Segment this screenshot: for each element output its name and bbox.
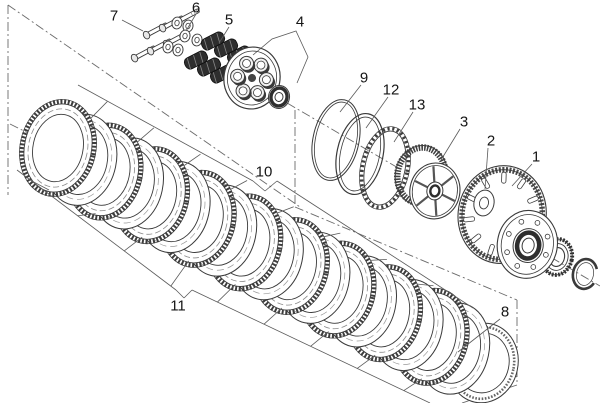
callout-label-7: 7 [110, 8, 118, 25]
washer [162, 40, 174, 54]
washer [172, 43, 184, 57]
hub-basket-group [311, 99, 599, 291]
callout-leader-2 [484, 147, 489, 190]
callout-leader-3 [440, 128, 461, 161]
callout-label-5: 5 [225, 12, 233, 29]
callout-leader-7 [121, 19, 144, 32]
callout-label-13: 13 [409, 97, 426, 114]
ring-12 [335, 113, 385, 195]
clutch-hub [393, 144, 461, 220]
friction-plate [19, 99, 97, 197]
pressure-plate-group [130, 8, 291, 110]
spring [183, 50, 209, 70]
callout-leader-5 [218, 26, 230, 44]
callout-labels: 7 6 5 4 9 12 13 3 2 1 10 11 8 [110, 0, 540, 353]
callout-label-9: 9 [360, 70, 368, 87]
circlip [571, 257, 599, 291]
callout-label-1: 1 [532, 149, 540, 166]
callout-leader-13 [393, 111, 414, 143]
clutch-basket [457, 165, 559, 279]
release-bearing [267, 85, 291, 109]
callout-leader-9 [339, 84, 362, 113]
clutch-plate-stack [19, 99, 519, 403]
group-brackets [16, 84, 474, 403]
callout-leader-4 [252, 30, 309, 84]
callout-label-8: 8 [501, 304, 509, 321]
callout-leader-6 [185, 13, 197, 32]
thrust-washer [473, 189, 495, 217]
washer [171, 16, 183, 30]
callout-label-12: 12 [383, 82, 400, 99]
callout-label-2: 2 [487, 133, 495, 150]
callout-leader-8 [457, 318, 501, 353]
toothed-ring-13 [359, 126, 411, 210]
callout-label-4: 4 [296, 14, 304, 31]
callout-leader-1 [511, 163, 533, 187]
callout-label-10: 10 [256, 164, 273, 181]
callout-label-6: 6 [192, 0, 200, 17]
callout-leader-12 [365, 96, 389, 129]
callout-label-3: 3 [460, 114, 468, 131]
callout-label-11: 11 [170, 298, 186, 315]
ring-9 [311, 99, 361, 181]
